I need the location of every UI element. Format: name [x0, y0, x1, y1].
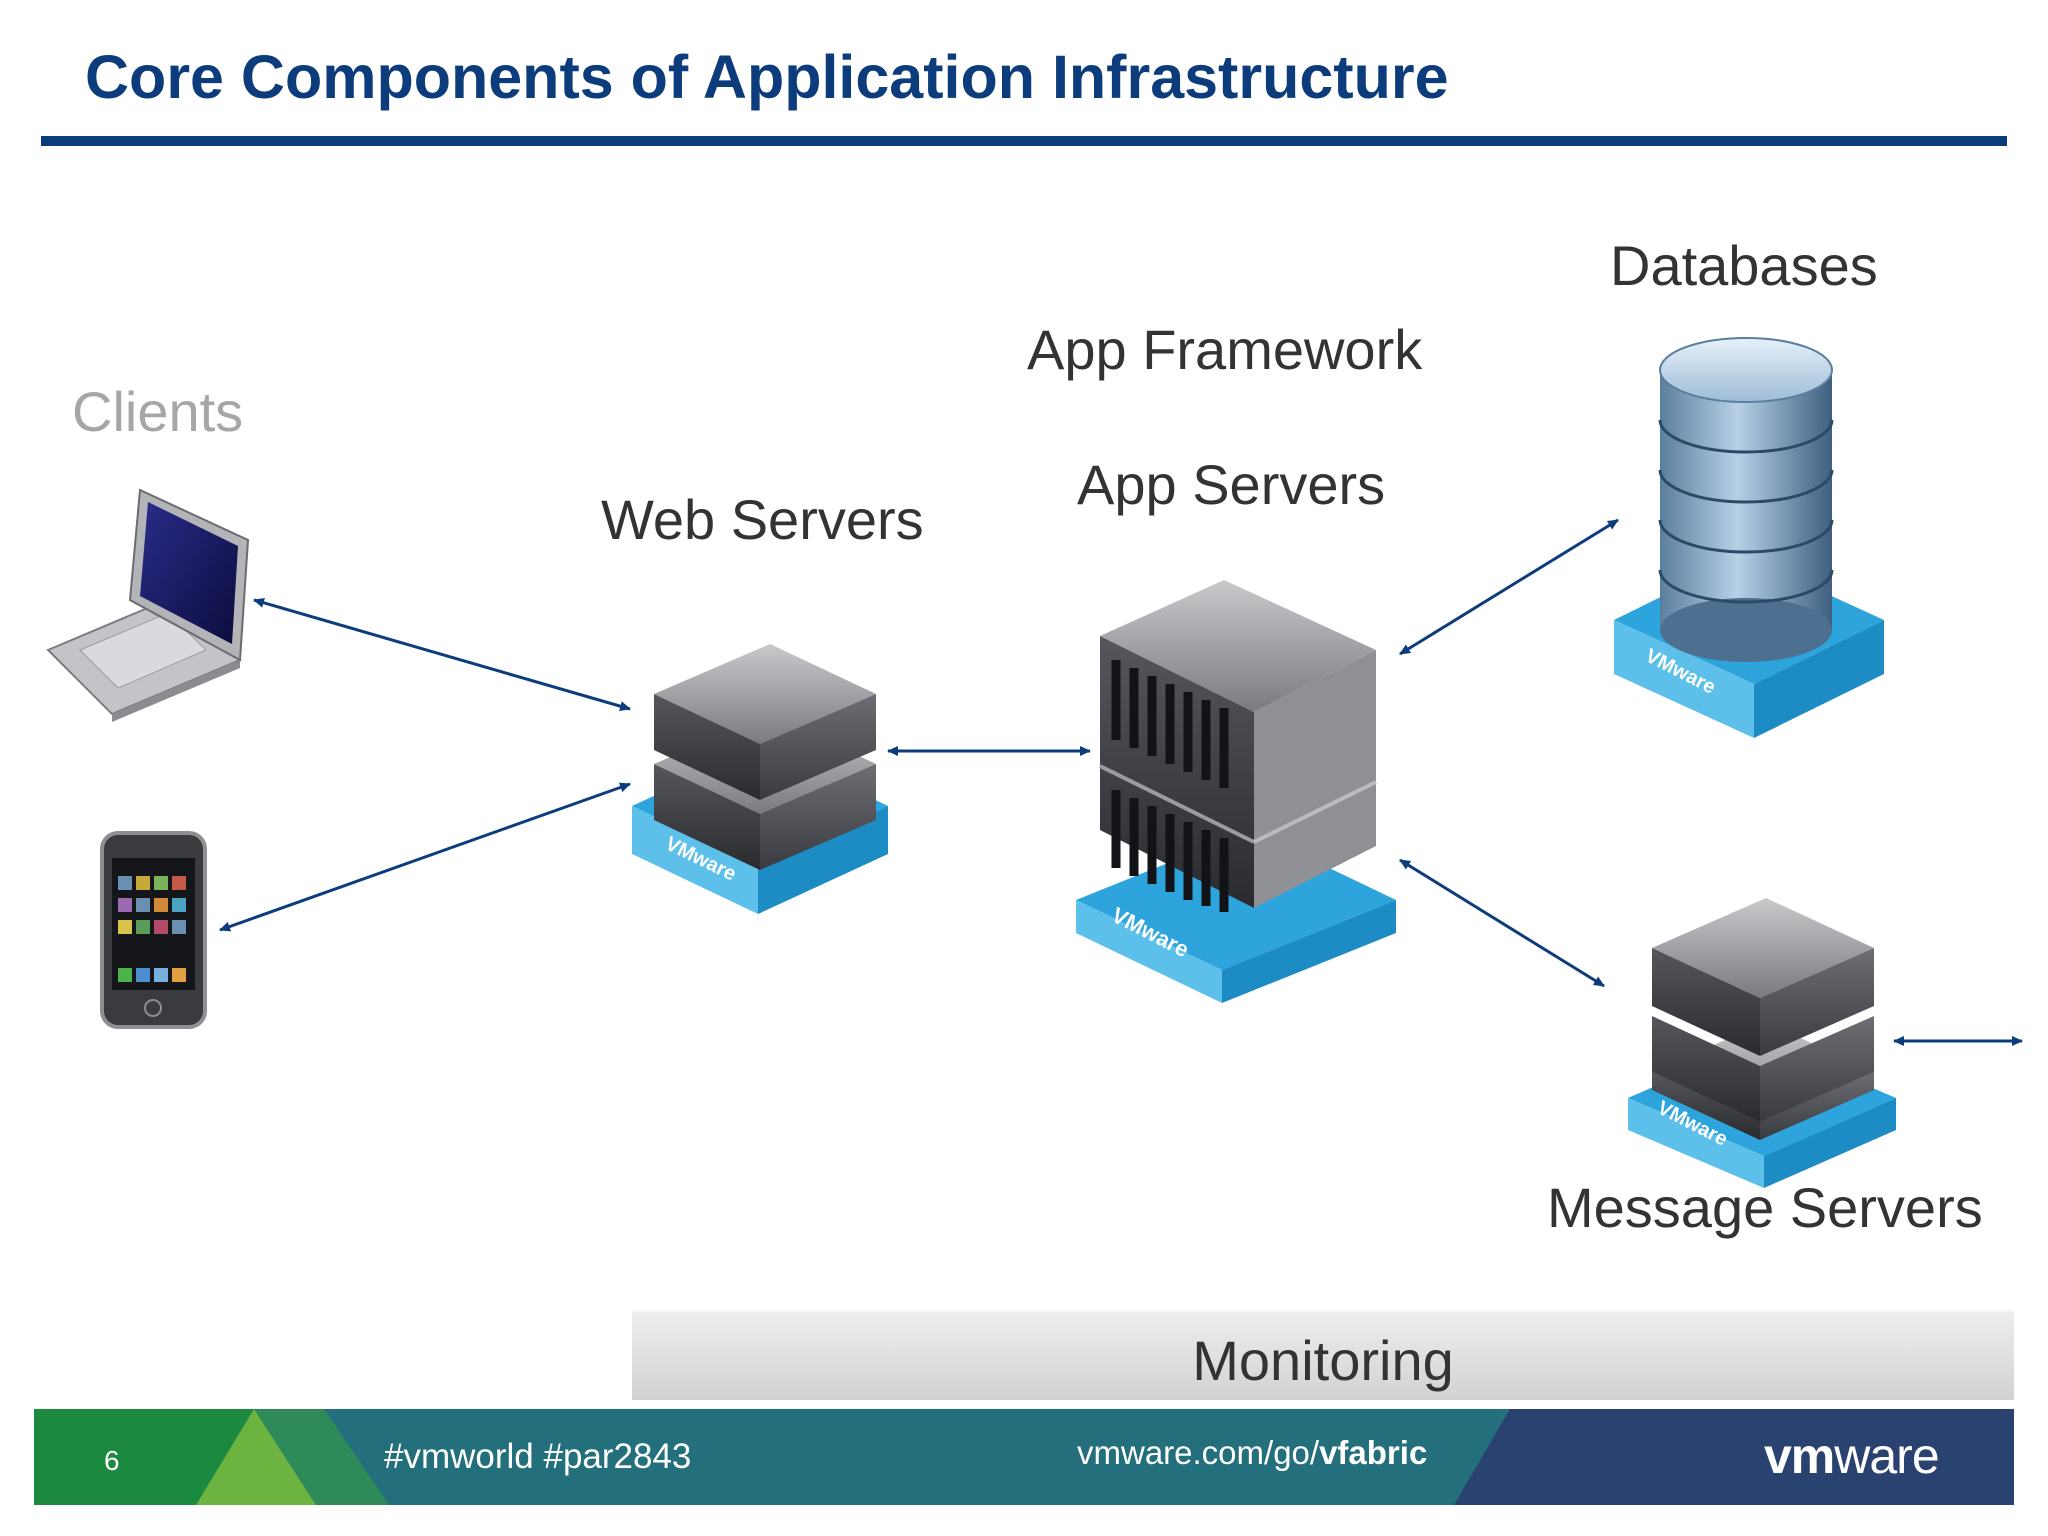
- footer-url-bold: vfabric: [1319, 1434, 1428, 1471]
- message-servers-label: Message Servers: [1547, 1176, 1983, 1239]
- clients-label: Clients: [72, 380, 244, 443]
- laptop-icon: [46, 488, 250, 722]
- app-servers-icon: VMware: [1076, 580, 1396, 1003]
- vmware-logo: vmware: [1764, 1427, 1940, 1485]
- arrow-app-msg: [1399, 858, 1605, 988]
- footer-url[interactable]: vmware.com/go/vfabric: [1077, 1434, 1427, 1472]
- title-rule: [41, 136, 2007, 146]
- web-servers-label: Web Servers: [601, 488, 924, 551]
- footer-hashtags: #vmworld #par2843: [384, 1437, 692, 1476]
- message-servers-icon: VMware: [1628, 898, 1896, 1188]
- logo-vm: vm: [1764, 1428, 1835, 1484]
- slide-title: Core Components of Application Infrastru…: [85, 43, 1449, 111]
- logo-ware: ware: [1834, 1428, 1939, 1484]
- page-number: 6: [104, 1445, 120, 1476]
- footer-url-prefix: vmware.com/go/: [1077, 1434, 1320, 1471]
- app-framework-label: App Framework: [1027, 318, 1423, 381]
- monitoring-bar: Monitoring: [632, 1310, 2014, 1400]
- phone-icon: [100, 831, 207, 1029]
- web-servers-icon: VMware: [632, 644, 888, 914]
- database-icon: VMware: [1614, 337, 1884, 738]
- databases-label: Databases: [1610, 234, 1878, 297]
- arrow-app-db: [1399, 518, 1619, 656]
- app-servers-label: App Servers: [1077, 453, 1386, 516]
- monitoring-label: Monitoring: [1192, 1329, 1454, 1392]
- arrow-laptop-web: [253, 597, 631, 712]
- arrow-phone-web: [219, 782, 631, 932]
- footer-banner: 6 #vmworld #par2843 vmware.com/go/vfabri…: [34, 1409, 2014, 1505]
